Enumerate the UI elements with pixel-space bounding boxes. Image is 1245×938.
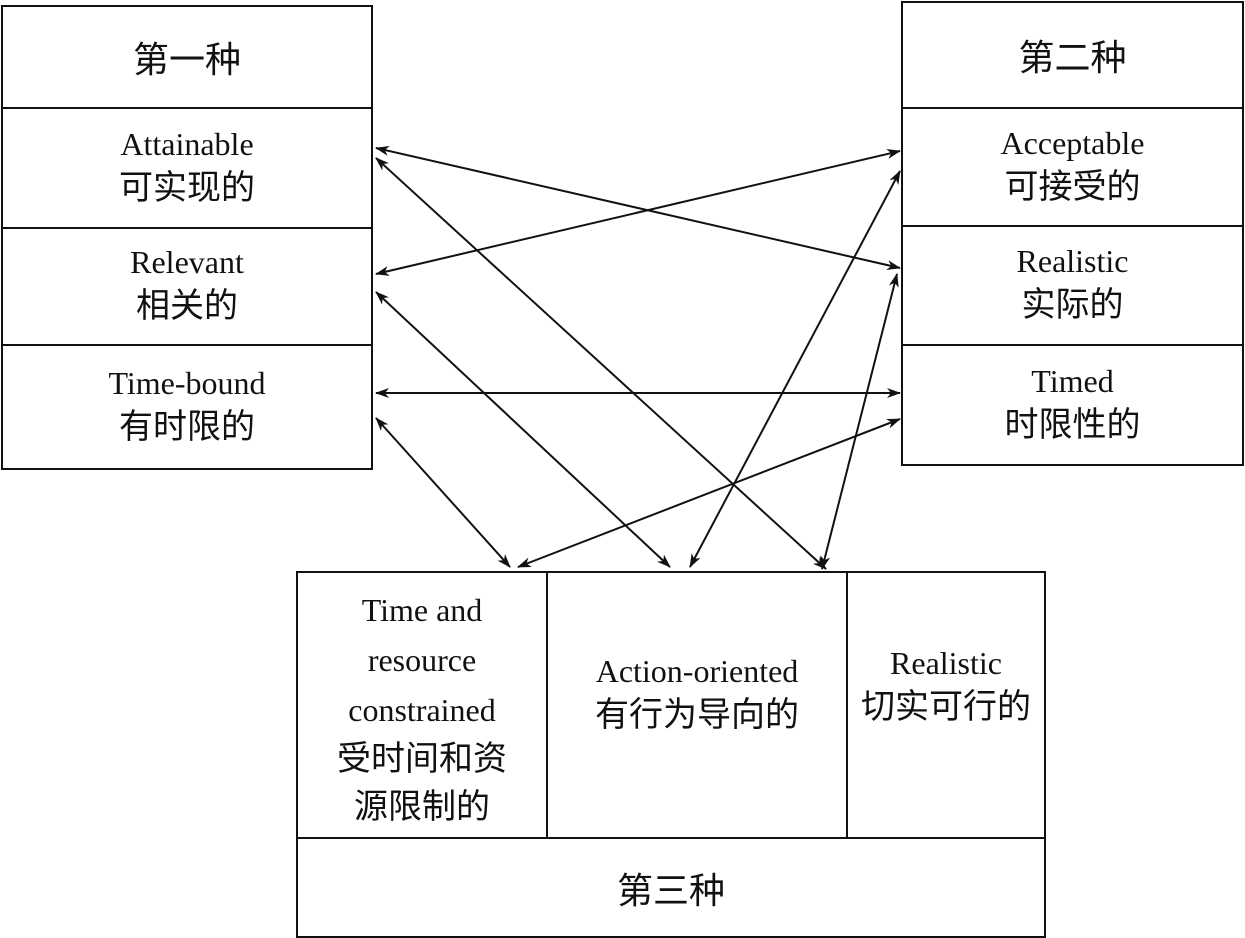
arrow-acceptable-action <box>689 170 901 568</box>
item-en-label: Time-bound <box>108 365 266 401</box>
group1-title: 第一种 <box>3 7 371 107</box>
item-en-label: Action-oriented <box>595 653 799 689</box>
divider <box>3 344 371 346</box>
group1-item-time-bound: Time-bound 有时限的 <box>3 346 371 468</box>
group3-item-action-oriented: Action-oriented 有行为导向的 <box>548 573 846 837</box>
item-en-label: Timed <box>1031 363 1114 399</box>
group3-title: 第三种 <box>298 839 1044 936</box>
arrow-attainable-realistic <box>375 146 901 270</box>
group2-item-realistic: Realistic 实际的 <box>903 227 1242 343</box>
group1-item-relevant: Relevant 相关的 <box>3 229 371 343</box>
arrow-timebound-timeresource <box>375 417 511 568</box>
item-zh-label: 可实现的 <box>119 168 255 208</box>
item-en-label: Realistic <box>1016 243 1129 279</box>
divider <box>3 227 371 229</box>
item-en-label: Acceptable <box>1000 125 1145 161</box>
group2-title-text: 第二种 <box>1018 38 1127 79</box>
group2-box: 第二种 Acceptable 可接受的 Realistic 实际的 Timed … <box>901 1 1244 466</box>
divider <box>903 225 1242 227</box>
item-en-label: Attainable <box>120 126 254 162</box>
divider <box>3 107 371 109</box>
group1-box: 第一种 Attainable 可实现的 Relevant 相关的 Time-bo… <box>1 5 373 470</box>
item-zh-label: 受时间和资 <box>337 739 507 779</box>
divider <box>546 573 548 837</box>
group3-box: Time and resource constrained 受时间和资 源限制的… <box>296 571 1046 938</box>
item-zh-label: 可接受的 <box>1004 167 1141 207</box>
item-zh-label: 有时限的 <box>119 407 255 447</box>
item-en-label: Relevant <box>130 244 244 280</box>
item-zh-label: 源限制的 <box>354 787 490 827</box>
item-en-label: Time and <box>361 592 483 628</box>
group3-item-time-resource: Time and resource constrained 受时间和资 源限制的 <box>298 573 546 837</box>
group1-title-text: 第一种 <box>132 40 241 81</box>
divider <box>903 344 1242 346</box>
item-zh-label: 有行为导向的 <box>595 695 799 735</box>
arrow-timed-timeresource <box>517 418 901 568</box>
divider <box>846 573 848 837</box>
divider <box>903 107 1242 109</box>
item-en-label: Realistic <box>890 645 1002 681</box>
arrow-realistic-realistic3 <box>820 273 899 570</box>
item-zh-label: 相关的 <box>136 286 238 326</box>
item-en-label: constrained <box>348 692 496 728</box>
item-zh-label: 切实可行的 <box>861 687 1031 727</box>
group1-item-attainable: Attainable 可实现的 <box>3 109 371 227</box>
group3-item-realistic: Realistic 切实可行的 <box>848 573 1044 837</box>
group2-item-acceptable: Acceptable 可接受的 <box>903 109 1242 225</box>
group3-title-text: 第三种 <box>616 870 725 912</box>
arrow-acceptable-relevant <box>375 149 901 276</box>
group2-title: 第二种 <box>903 3 1242 107</box>
item-zh-label: 时限性的 <box>1004 405 1141 445</box>
item-zh-label: 实际的 <box>1021 285 1124 325</box>
divider <box>298 837 1044 839</box>
group2-item-timed: Timed 时限性的 <box>903 346 1242 464</box>
arrow-attainable-realistic3 <box>375 157 827 570</box>
item-en-label: resource <box>367 642 477 678</box>
